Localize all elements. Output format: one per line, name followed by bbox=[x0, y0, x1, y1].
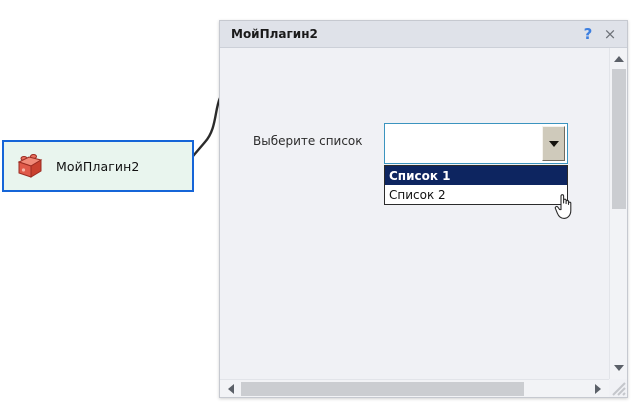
vertical-scrollbar[interactable] bbox=[609, 48, 627, 379]
combobox-dropdown-list[interactable]: Список 1 Список 2 bbox=[384, 165, 572, 219]
select-list-label: Выберите список bbox=[253, 134, 363, 148]
dropdown-option-2[interactable]: Список 2 bbox=[389, 187, 446, 202]
combobox-value bbox=[390, 124, 537, 163]
triangle-left-icon[interactable] bbox=[222, 380, 240, 398]
plugin-node[interactable]: МойПлагин2 bbox=[2, 140, 194, 192]
resize-grip-icon[interactable] bbox=[609, 379, 627, 397]
dialog-body: Выберите список Список 1 Список 2 bbox=[220, 48, 627, 397]
plugin-node-label: МойПлагин2 bbox=[56, 158, 140, 174]
dialog-content-pane: Выберите список Список 1 Список 2 bbox=[220, 48, 609, 379]
triangle-right-icon[interactable] bbox=[589, 380, 607, 398]
triangle-down-icon[interactable] bbox=[610, 359, 628, 377]
plugin-dialog-window[interactable]: МойПлагин2 ? × Выберите список Список 1 … bbox=[219, 20, 628, 398]
help-icon[interactable]: ? bbox=[583, 24, 593, 43]
vertical-scrollbar-thumb[interactable] bbox=[612, 69, 626, 209]
list-combobox[interactable] bbox=[384, 123, 568, 164]
dialog-title: МойПлагин2 bbox=[231, 27, 318, 41]
chevron-down-icon[interactable] bbox=[542, 126, 565, 161]
horizontal-scrollbar-thumb[interactable] bbox=[241, 382, 524, 396]
plugin-brick-icon bbox=[16, 152, 44, 180]
close-icon[interactable]: × bbox=[603, 24, 617, 43]
dropdown-option-1[interactable]: Список 1 bbox=[385, 166, 567, 185]
dialog-titlebar[interactable]: МойПлагин2 ? × bbox=[220, 21, 627, 48]
horizontal-scrollbar[interactable] bbox=[220, 379, 609, 397]
triangle-up-icon[interactable] bbox=[610, 50, 628, 68]
